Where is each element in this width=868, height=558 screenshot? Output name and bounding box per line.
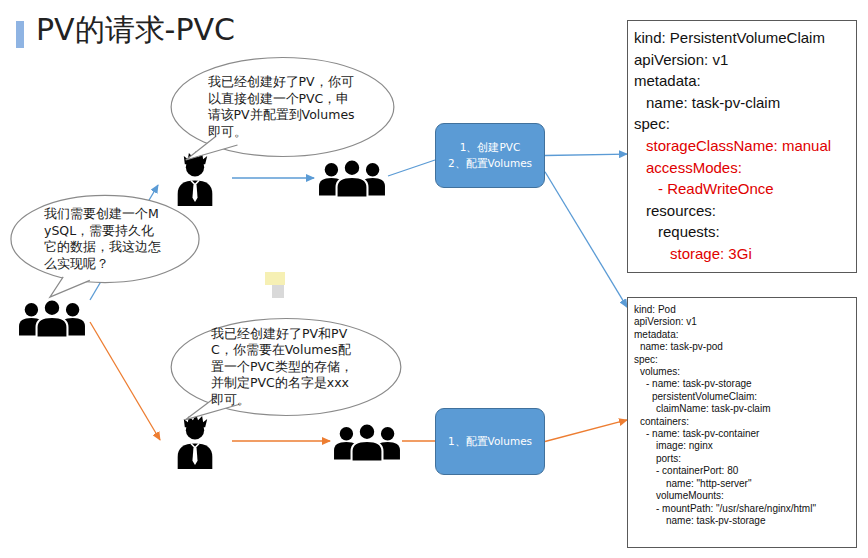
code-line: - mountPath: "/usr/share/nginx/html" [656,503,850,515]
code-line: spec: [634,354,850,366]
code-line: spec: [634,113,850,135]
code-line: resources: [646,200,850,222]
code-line: kind: PersistentVolumeClaim [634,27,850,49]
code-line: accessModes: [646,157,850,179]
code-line: name: task-pv-storage [666,515,850,527]
code-line: ports: [656,453,850,465]
bubble-text: 我已经创建好了PV和PVC，你需要在Volumes配置一个PVC类型的存储，并制… [211,326,361,409]
speech-bubble: 我们需要创建一个MySQL，需要持久化它的数据，我这边怎么实现呢？ [10,195,200,283]
code-line: name: task-pv-pod [640,341,850,353]
step-text: 1、配置Volumes [448,434,532,449]
code-line: - name: task-pv-storage [646,378,850,390]
yaml-box: kind: PodapiVersion: v1metadata:name: ta… [627,297,857,548]
code-line: name: "http-server" [666,478,850,490]
step-box: 1、创建PVC2、配置Volumes [435,123,545,188]
title-bar [16,21,24,48]
code-line: - ReadWriteOnce [658,178,850,200]
step-text: 2、配置Volumes [448,156,532,171]
step-text: 1、创建PVC [460,140,521,155]
code-line: storageClassName: manual [646,135,850,157]
bubble-text: 我们需要创建一个MySQL，需要持久化它的数据，我这边怎么实现呢？ [44,206,166,272]
code-line: apiVersion: v1 [634,316,850,328]
code-line: metadata: [634,70,850,92]
speech-bubble: 我已经创建好了PV和PVC，你需要在Volumes配置一个PVC类型的存储，并制… [170,318,402,416]
connector-arrow [545,172,627,307]
code-line: volumeMounts: [656,490,850,502]
code-line: volumes: [640,366,850,378]
code-line: - containerPort: 80 [656,465,850,477]
code-line: storage: 3Gi [670,243,850,265]
title: PV的请求-PVC [36,10,235,51]
code-line: apiVersion: v1 [634,49,850,71]
code-line: metadata: [634,329,850,341]
connector-arrow [545,420,627,442]
code-line: - name: task-pv-container [646,428,850,440]
speech-bubble: 我已经创建好了PV，你可以直接创建一个PVC，申请该PV并配置到Volumes即… [170,57,395,157]
code-line: persistentVolumeClaim: [652,391,850,403]
code-line: requests: [658,221,850,243]
bubble-text: 我已经创建好了PV，你可以直接创建一个PVC，申请该PV并配置到Volumes即… [208,74,358,140]
code-line: name: task-pv-claim [646,92,850,114]
code-line: image: nginx [656,440,850,452]
yaml-box: kind: PersistentVolumeClaimapiVersion: v… [627,20,857,273]
step-box: 1、配置Volumes [435,408,545,475]
connector-arrow [545,154,627,155]
code-line: claimName: task-pv-claim [656,403,850,415]
code-line: kind: Pod [634,304,850,316]
code-line: containers: [640,416,850,428]
